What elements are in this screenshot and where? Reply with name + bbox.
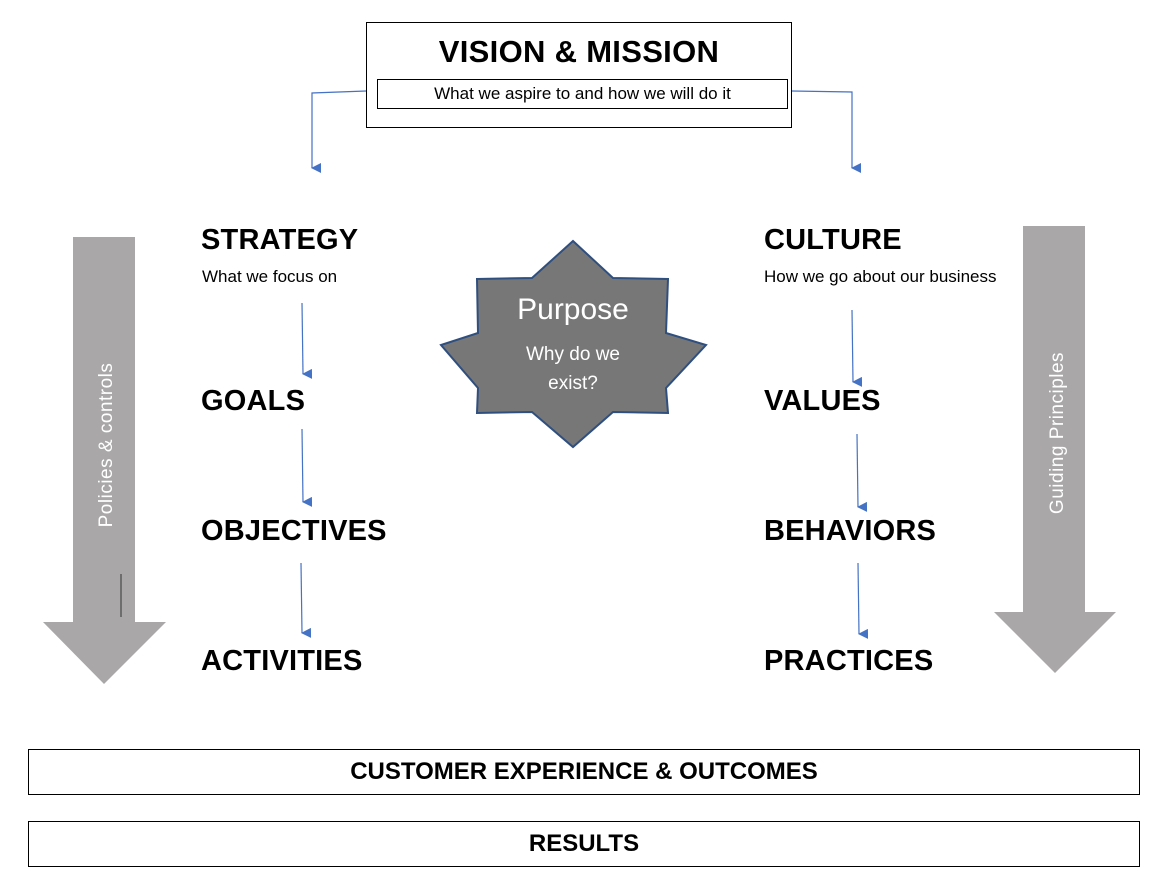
left-big-arrow <box>43 237 166 684</box>
guiding-principles-label: Guiding Principles <box>1047 351 1068 515</box>
vision-mission-subtitle: What we aspire to and how we will do it <box>377 79 788 109</box>
connector-behaviors-practices <box>857 562 869 639</box>
culture-description: How we go about our business <box>764 267 997 286</box>
right-big-arrow <box>994 226 1116 673</box>
strategy-description: What we focus on <box>202 267 338 286</box>
connector-values-behaviors <box>856 433 868 512</box>
connector-goals-objectives <box>301 428 313 507</box>
vision-mission-title: VISION & MISSION <box>438 34 720 69</box>
practices-heading: PRACTICES <box>764 645 934 677</box>
activities-heading: ACTIVITIES <box>201 645 363 677</box>
purpose-subtitle-line2: exist? <box>548 373 598 394</box>
connector-strategy-goals <box>301 302 313 379</box>
vision-mission-box <box>366 22 792 128</box>
connector-objectives-activities <box>300 562 312 638</box>
purpose-subtitle: Why do we exist? <box>470 340 676 398</box>
connector-vision-strategy <box>311 90 367 173</box>
connector-vision-culture <box>791 90 861 173</box>
purpose-star <box>439 239 708 449</box>
policies-controls-label: Policies & controls <box>96 362 117 528</box>
strategy-heading: STRATEGY <box>201 224 359 256</box>
connector-culture-values <box>851 309 863 387</box>
values-heading: VALUES <box>764 385 881 417</box>
purpose-title: Purpose <box>517 293 629 326</box>
objectives-heading: OBJECTIVES <box>201 515 387 547</box>
culture-heading: CULTURE <box>764 224 902 256</box>
goals-heading: GOALS <box>201 385 306 417</box>
purpose-subtitle-line1: Why do we <box>526 344 620 365</box>
customer-outcomes-bar: CUSTOMER EXPERIENCE & OUTCOMES <box>28 749 1140 795</box>
behaviors-heading: BEHAVIORS <box>764 515 937 547</box>
results-bar: RESULTS <box>28 821 1140 867</box>
